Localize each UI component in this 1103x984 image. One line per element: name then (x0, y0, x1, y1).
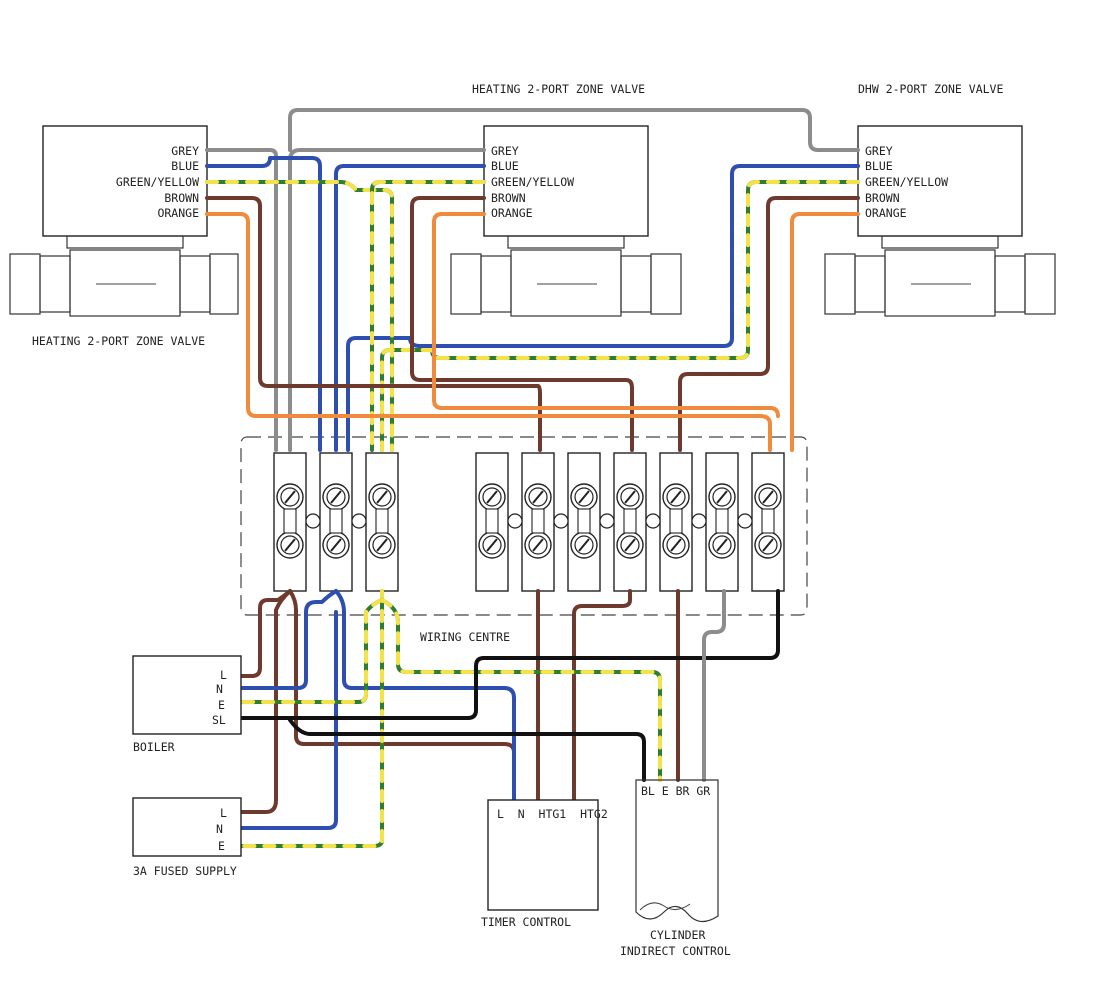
screw-terminal-icon (708, 483, 736, 511)
screw-terminal-icon (478, 483, 506, 511)
valve-center-actuator (483, 125, 649, 237)
wires-bottom (229, 589, 780, 848)
wires-top (205, 108, 860, 452)
terminal-link-icon (351, 513, 367, 529)
terminal-pillar (329, 508, 343, 534)
valve-right-label-blue: BLUE (865, 159, 893, 173)
valve-center-wire-labels: GREY BLUE GREEN/YELLOW BROWN ORANGE (491, 144, 574, 220)
screw-terminal-icon (368, 531, 396, 559)
screw-terminal-icon (616, 531, 644, 559)
terminal-pillar (761, 508, 775, 534)
cylinder-sensor-icon (635, 779, 719, 923)
valve-center-label-grey: GREY (491, 144, 519, 158)
terminal-link-icon (691, 513, 707, 529)
terminal-pillar (375, 508, 389, 534)
valve-right-wire-labels: GREY BLUE GREEN/YELLOW BROWN ORANGE (865, 144, 948, 220)
timer-control-label: TIMER CONTROL (481, 915, 571, 929)
boiler-terminal-e: E (218, 698, 225, 712)
timer-terminal-labels: L N HTG1 HTG2 (497, 807, 608, 821)
zone-valve-body-icon (824, 235, 1056, 317)
valve-left-actuator (42, 125, 208, 237)
valve-left-label-orange: ORANGE (157, 206, 199, 220)
zone-valve-body-icon (9, 235, 239, 317)
valve-center-label-blue: BLUE (491, 159, 519, 173)
screw-terminal-icon (570, 531, 598, 559)
terminal-strip-right (475, 452, 785, 592)
valve-left-label-grey: GREY (171, 144, 199, 158)
heating-valve-title-top: HEATING 2-PORT ZONE VALVE (472, 82, 645, 96)
screw-terminal-icon (276, 483, 304, 511)
terminal-pillar (715, 508, 729, 534)
fused-supply-terminal-labels: L N E (216, 806, 227, 853)
screw-terminal-icon (662, 483, 690, 511)
terminal-pillar (485, 508, 499, 534)
heating-valve-title-left: HEATING 2-PORT ZONE VALVE (32, 334, 205, 348)
screw-terminal-icon (754, 531, 782, 559)
boiler-terminal-labels: L N E SL (212, 668, 227, 727)
valve-right-label-green-yellow: GREEN/YELLOW (865, 175, 948, 189)
screw-terminal-icon (708, 531, 736, 559)
terminal-link-icon (599, 513, 615, 529)
screw-terminal-icon (524, 531, 552, 559)
valve-left-label-green-yellow: GREEN/YELLOW (116, 175, 199, 189)
screw-terminal-icon (754, 483, 782, 511)
cylinder-label-line1: CYLINDER (650, 928, 705, 942)
screw-terminal-icon (570, 483, 598, 511)
cylinder-label-line2: INDIRECT CONTROL (620, 944, 731, 958)
screw-terminal-icon (524, 483, 552, 511)
terminal-link-icon (507, 513, 523, 529)
valve-right-actuator (857, 125, 1023, 237)
boiler-terminal-n: N (216, 682, 223, 696)
fused-supply-label: 3A FUSED SUPPLY (133, 864, 237, 878)
dhw-valve-title: DHW 2-PORT ZONE VALVE (858, 82, 1003, 96)
terminal-pillar (669, 508, 683, 534)
valve-left-wire-labels: GREY BLUE GREEN/YELLOW BROWN ORANGE (116, 144, 199, 220)
screw-terminal-icon (368, 483, 396, 511)
valve-right-label-orange: ORANGE (865, 206, 907, 220)
fused-supply-box (132, 797, 242, 857)
zone-valve-body-icon (450, 235, 682, 317)
valve-center-label-orange: ORANGE (491, 206, 533, 220)
screw-terminal-icon (276, 531, 304, 559)
screw-terminal-icon (616, 483, 644, 511)
terminal-block (475, 452, 509, 592)
terminal-link-icon (553, 513, 569, 529)
fused-supply-terminal-e: E (218, 839, 225, 853)
valve-right-label-brown: BROWN (865, 191, 900, 205)
valve-right-label-grey: GREY (865, 144, 893, 158)
screw-terminal-icon (662, 531, 690, 559)
screw-terminal-icons (276, 483, 782, 559)
terminal-link-icon (305, 513, 321, 529)
terminal-pillar (283, 508, 297, 534)
valve-center-label-green-yellow: GREEN/YELLOW (491, 175, 574, 189)
boiler-terminal-l: L (220, 668, 227, 682)
fused-supply-terminal-l: L (220, 806, 227, 820)
wiring-centre-enclosure (240, 436, 808, 616)
boiler-box (132, 655, 242, 735)
terminal-link-icon (645, 513, 661, 529)
timer-control-box (487, 799, 599, 911)
terminal-link-icon (737, 513, 753, 529)
boiler-label: BOILER (133, 740, 175, 754)
screw-terminal-icon (322, 483, 350, 511)
terminal-pillar (577, 508, 591, 534)
valve-center-label-brown: BROWN (491, 191, 526, 205)
cylinder-terminal-labels: BL E BR GR (641, 784, 710, 798)
wiring-centre-label: WIRING CENTRE (420, 630, 510, 644)
boiler-terminal-sl: SL (212, 713, 226, 727)
fused-supply-terminal-n: N (216, 822, 223, 836)
terminal-pillar (531, 508, 545, 534)
screw-terminal-icon (322, 531, 350, 559)
terminal-pillar (623, 508, 637, 534)
valve-left-label-blue: BLUE (171, 159, 199, 173)
valve-left-label-brown: BROWN (164, 191, 199, 205)
screw-terminal-icon (478, 531, 506, 559)
